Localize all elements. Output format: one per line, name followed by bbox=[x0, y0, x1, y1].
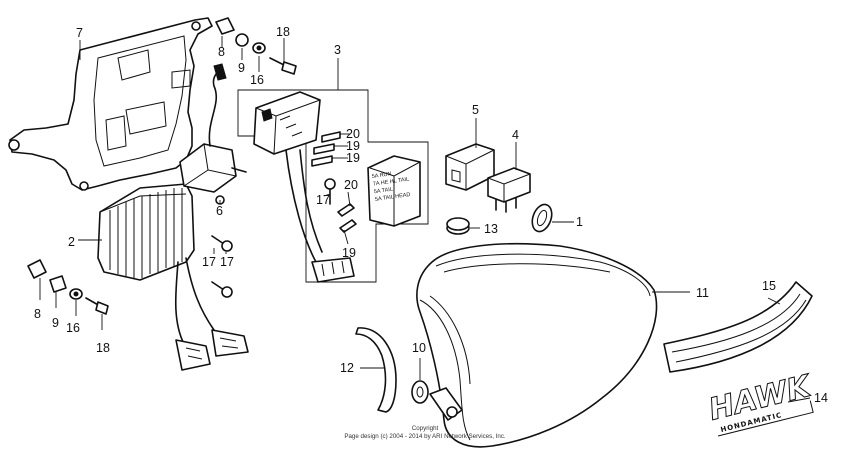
copyright-line-1: Copyright bbox=[412, 425, 439, 432]
hardware-upper bbox=[215, 17, 297, 75]
callout-1: 1 bbox=[576, 215, 583, 229]
fuse-label-2: 7A HE HL TAIL bbox=[373, 177, 410, 188]
logo-decal-part-14: HAWK HONDAMATIC bbox=[705, 368, 817, 437]
stripe-decal-part-15 bbox=[663, 281, 813, 373]
callout-13: 13 bbox=[484, 222, 498, 236]
callout-6: 6 bbox=[216, 204, 223, 218]
callout-14: 14 bbox=[814, 391, 828, 405]
callout-5: 5 bbox=[472, 103, 479, 117]
callout-3: 3 bbox=[334, 43, 341, 57]
callout-19-a: 19 bbox=[346, 139, 360, 153]
copyright-notice: Copyright Page design (c) 2004 - 2014 by… bbox=[344, 425, 506, 440]
rectifier-part-2 bbox=[97, 183, 249, 371]
grommet-part-13 bbox=[446, 217, 470, 235]
callout-8-upper: 8 bbox=[218, 45, 225, 59]
callout-20-lower: 20 bbox=[344, 178, 358, 192]
side-cover-part-11 bbox=[416, 242, 658, 448]
copyright-line-2: Page design (c) 2004 - 2014 by ARI Netwo… bbox=[344, 433, 506, 440]
callout-17-left-a: 17 bbox=[202, 255, 216, 269]
callout-16-upper: 16 bbox=[250, 73, 264, 87]
fuse-cover-labels: 5A RUN 7A HE HL TAIL 5A TAIL 5A TAIL HEA… bbox=[371, 171, 411, 203]
hardware-lower bbox=[27, 259, 109, 315]
bracket-part-7 bbox=[8, 17, 213, 191]
fusebox-part-3: 5A RUN 7A HE HL TAIL 5A TAIL 5A TAIL HEA… bbox=[237, 89, 429, 283]
callout-18-upper: 18 bbox=[276, 25, 290, 39]
callout-labels: 7 8 9 16 18 3 20 19 19 20 17 19 6 2 17 1… bbox=[34, 25, 828, 405]
callout-17-fusebox: 17 bbox=[316, 193, 330, 207]
trim-part-12 bbox=[355, 327, 397, 413]
fuse-label-4: 5A TAIL HEAD bbox=[375, 192, 411, 203]
relay-part-6 bbox=[179, 63, 247, 205]
callout-19-b: 19 bbox=[346, 151, 360, 165]
fuse-label-1: 5A RUN bbox=[371, 171, 392, 180]
grommet-part-10 bbox=[411, 380, 429, 404]
callout-2: 2 bbox=[68, 235, 75, 249]
callout-9-upper: 9 bbox=[238, 61, 245, 75]
callout-15: 15 bbox=[762, 279, 776, 293]
screws-part-17-left bbox=[211, 235, 233, 298]
leader-lines bbox=[39, 36, 811, 403]
callout-8-lower: 8 bbox=[34, 307, 41, 321]
callout-16-lower: 16 bbox=[66, 321, 80, 335]
callout-12: 12 bbox=[340, 361, 354, 375]
callout-10: 10 bbox=[412, 341, 426, 355]
relay-part-4 bbox=[487, 167, 531, 213]
callout-19-c: 19 bbox=[342, 246, 356, 260]
callout-17-left-b: 17 bbox=[220, 255, 234, 269]
callout-18-lower: 18 bbox=[96, 341, 110, 355]
callout-9-lower: 9 bbox=[52, 316, 59, 330]
callout-11: 11 bbox=[696, 286, 709, 300]
callout-4: 4 bbox=[512, 128, 519, 142]
grommet-part-1 bbox=[531, 203, 553, 233]
fuse-label-3: 5A TAIL bbox=[374, 187, 394, 196]
callout-7: 7 bbox=[76, 26, 83, 40]
callout-20-upper: 20 bbox=[346, 127, 360, 141]
holder-part-5 bbox=[445, 143, 495, 191]
